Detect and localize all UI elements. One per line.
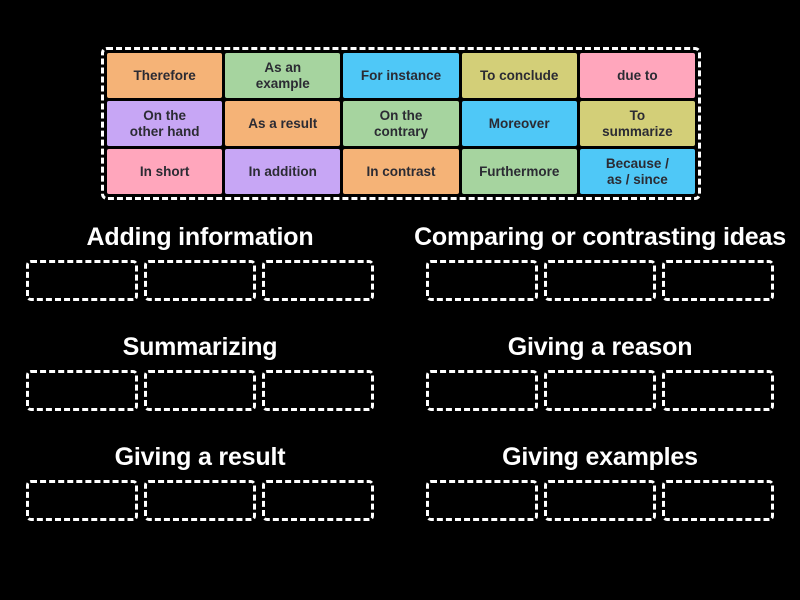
dropzone-row [426,260,774,301]
category-group: Giving a reason [400,324,800,434]
category-title: Giving examples [502,442,698,471]
category-title: Summarizing [122,332,278,361]
dropzone-slot[interactable] [426,260,538,301]
category-group: Adding information [0,214,400,324]
category-group: Summarizing [0,324,400,434]
word-tile[interactable]: In addition [225,149,341,194]
dropzone-slot[interactable] [544,480,656,521]
word-tile[interactable]: Therefore [107,53,223,98]
dropzone-slot[interactable] [26,260,138,301]
dropzone-slot[interactable] [662,480,774,521]
word-tile[interactable]: For instance [343,53,459,98]
category-title: Giving a result [114,442,286,471]
category-title: Adding information [86,222,314,251]
categories-grid: Adding information Comparing or contrasti… [0,214,800,554]
dropzone-slot[interactable] [544,370,656,411]
dropzone-slot[interactable] [544,260,656,301]
category-group: Comparing or contrasting ideas [400,214,800,324]
word-tile[interactable]: Furthermore [461,149,577,194]
dropzone-row [426,480,774,521]
dropzone-slot[interactable] [144,260,256,301]
word-tile[interactable]: In contrast [343,149,459,194]
word-tile[interactable]: Moreover [461,101,577,146]
word-tile[interactable]: In short [107,149,223,194]
word-tile[interactable]: As a result [225,101,341,146]
dropzone-slot[interactable] [144,370,256,411]
dropzone-row [26,260,374,301]
dropzone-slot[interactable] [144,480,256,521]
dropzone-slot[interactable] [262,260,374,301]
word-tile[interactable]: Because /as / since [579,149,695,194]
dropzone-slot[interactable] [662,260,774,301]
dropzone-row [426,370,774,411]
dropzone-slot[interactable] [26,480,138,521]
category-title: Comparing or contrasting ideas [414,222,786,251]
dropzone-slot[interactable] [426,480,538,521]
category-group: Giving a result [0,434,400,544]
word-tile[interactable]: due to [579,53,695,98]
word-tile[interactable]: To conclude [461,53,577,98]
dropzone-slot[interactable] [262,480,374,521]
dropzone-slot[interactable] [426,370,538,411]
category-title: Giving a reason [507,332,693,361]
category-group: Giving examples [400,434,800,544]
dropzone-slot[interactable] [262,370,374,411]
dropzone-slot[interactable] [26,370,138,411]
dropzone-row [26,370,374,411]
dropzone-row [26,480,374,521]
dropzone-slot[interactable] [662,370,774,411]
